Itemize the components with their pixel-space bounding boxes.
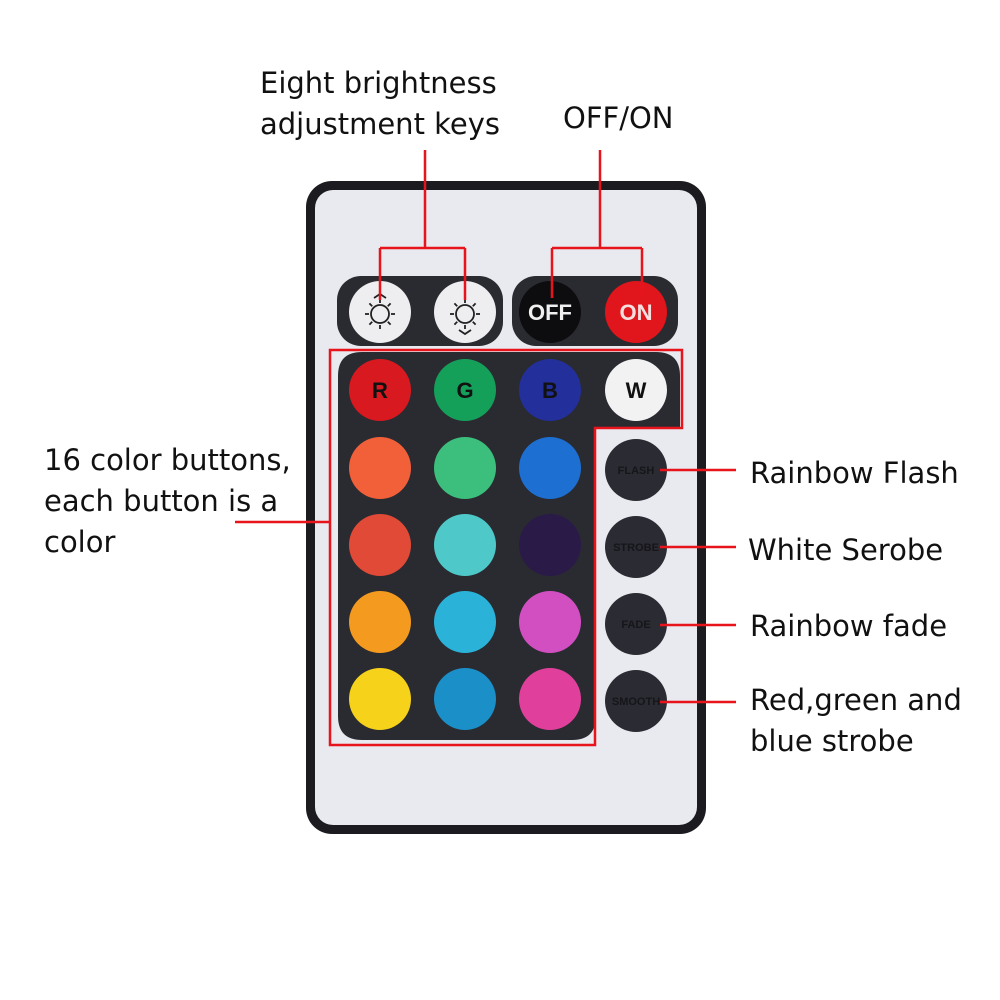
mode-button-smooth-face — [605, 670, 667, 732]
color-button-w-face — [605, 359, 667, 421]
mode-button-flash-label: FLASH — [618, 465, 655, 477]
color-button-11[interactable] — [434, 668, 496, 730]
color-button-g[interactable]: G — [434, 359, 496, 421]
mode-button-strobe[interactable]: STROBE — [605, 516, 667, 578]
color-button-10-face — [349, 668, 411, 730]
color-button-4-face — [349, 514, 411, 576]
brightness-annotation: Eight brightness adjustment keys — [260, 63, 500, 145]
mode-button-flash-face — [605, 439, 667, 501]
mode-button-strobe-label: STROBE — [613, 542, 659, 554]
color-button-5-face — [434, 514, 496, 576]
color-button-12[interactable] — [519, 668, 581, 730]
brightness-annotation-line2: adjustment keys — [260, 107, 501, 141]
sun-up-icon — [365, 292, 395, 329]
color-button-g-label: G — [456, 378, 473, 403]
power-annotation: OFF/ON — [563, 101, 674, 135]
color-button-7[interactable] — [349, 591, 411, 653]
color-button-7-face — [349, 591, 411, 653]
color-buttons-annotation: 16 color buttons, each button is a color — [44, 440, 291, 563]
color-annotation-line1: 16 color buttons, — [44, 443, 291, 477]
brightness-up-button-face — [349, 281, 411, 343]
color-button-1-face — [349, 437, 411, 499]
color-button-6[interactable] — [519, 514, 581, 576]
color-button-r[interactable]: R — [349, 359, 411, 421]
color-button-w[interactable]: W — [605, 359, 667, 421]
brightness-down-button[interactable] — [434, 281, 496, 343]
brightness-leader — [378, 150, 467, 300]
off-button-label: OFF — [528, 300, 572, 325]
color-group-outline — [328, 348, 684, 747]
on-button-face — [605, 281, 667, 343]
mode-button-fade[interactable]: FADE — [605, 593, 667, 655]
power-leader — [550, 150, 644, 298]
brightness-annotation-line1: Eight brightness — [260, 66, 497, 100]
color-button-2-face — [434, 437, 496, 499]
color-button-b-face — [519, 359, 581, 421]
color-button-12-face — [519, 668, 581, 730]
color-button-11-face — [434, 668, 496, 730]
color-button-8[interactable] — [434, 591, 496, 653]
color-button-2[interactable] — [434, 437, 496, 499]
smooth-annotation-line1: Red,green and — [750, 683, 962, 717]
brightness-up-button[interactable] — [349, 281, 411, 343]
color-button-3[interactable] — [519, 437, 581, 499]
color-annotation-line3: color — [44, 525, 116, 559]
color-button-1[interactable] — [349, 437, 411, 499]
strobe-annotation: White Serobe — [748, 533, 944, 567]
flash-annotation: Rainbow Flash — [750, 456, 959, 490]
color-button-r-face — [349, 359, 411, 421]
mode-button-smooth-label: SMOOTH — [612, 696, 660, 708]
color-button-9-face — [519, 591, 581, 653]
color-button-b[interactable]: B — [519, 359, 581, 421]
color-button-b-label: B — [542, 378, 558, 403]
on-button[interactable]: ON — [605, 281, 667, 343]
off-button[interactable]: OFF — [519, 281, 581, 343]
color-button-10[interactable] — [349, 668, 411, 730]
color-annotation-line2: each button is a — [44, 484, 279, 518]
color-button-w-label: W — [626, 378, 647, 403]
color-button-g-face — [434, 359, 496, 421]
color-button-3-face — [519, 437, 581, 499]
smooth-annotation: Red,green and blue strobe — [750, 680, 962, 762]
color-button-9[interactable] — [519, 591, 581, 653]
color-button-4[interactable] — [349, 514, 411, 576]
fade-annotation: Rainbow fade — [750, 609, 948, 643]
smooth-annotation-line2: blue strobe — [750, 724, 914, 758]
mode-button-fade-face — [605, 593, 667, 655]
mode-button-fade-label: FADE — [621, 619, 650, 631]
on-button-label: ON — [620, 300, 653, 325]
mode-button-smooth[interactable]: SMOOTH — [605, 670, 667, 732]
color-button-5[interactable] — [434, 514, 496, 576]
color-button-8-face — [434, 591, 496, 653]
off-button-face — [519, 281, 581, 343]
color-button-r-label: R — [372, 378, 388, 403]
color-button-6-face — [519, 514, 581, 576]
brightness-down-button-face — [434, 281, 496, 343]
mode-button-strobe-face — [605, 516, 667, 578]
mode-button-flash[interactable]: FLASH — [605, 439, 667, 501]
